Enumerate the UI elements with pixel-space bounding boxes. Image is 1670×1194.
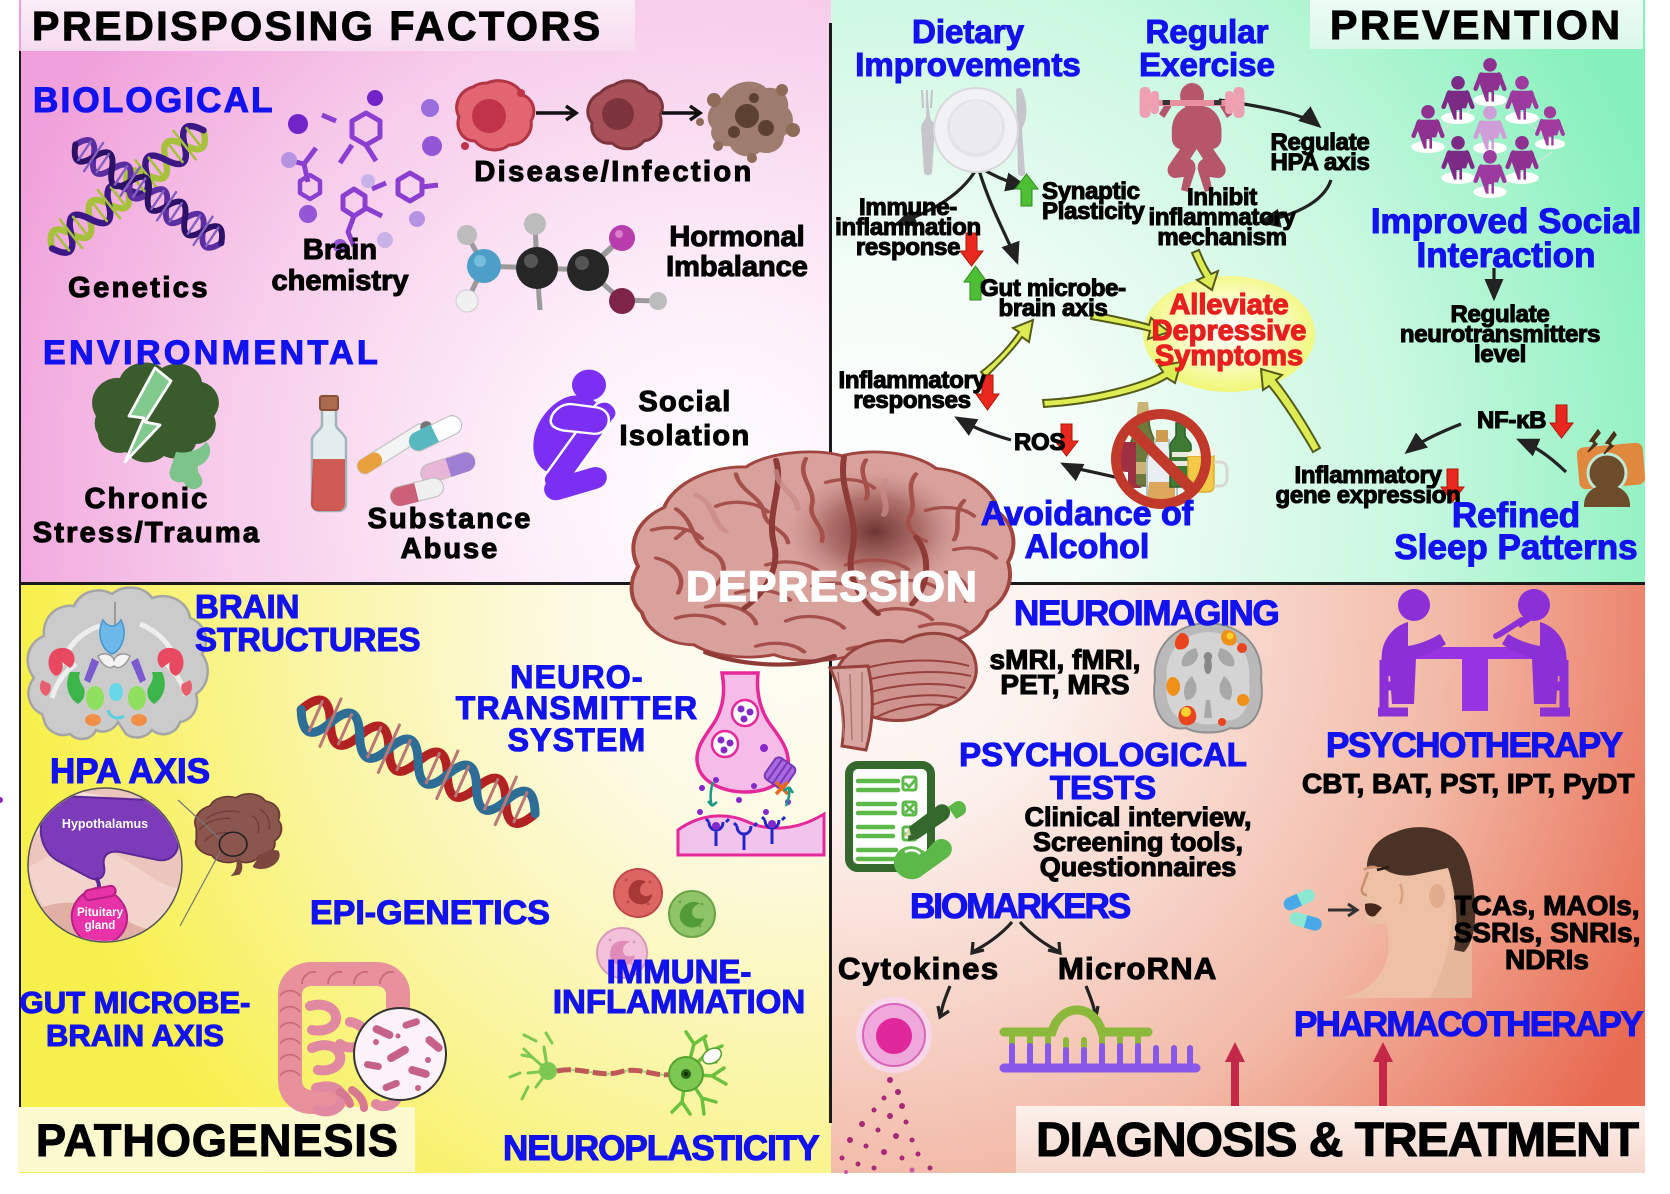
- svg-text:Pituitary: Pituitary: [77, 907, 124, 919]
- svg-text:gland: gland: [85, 920, 116, 932]
- svg-text:Hypothalamus: Hypothalamus: [62, 817, 148, 831]
